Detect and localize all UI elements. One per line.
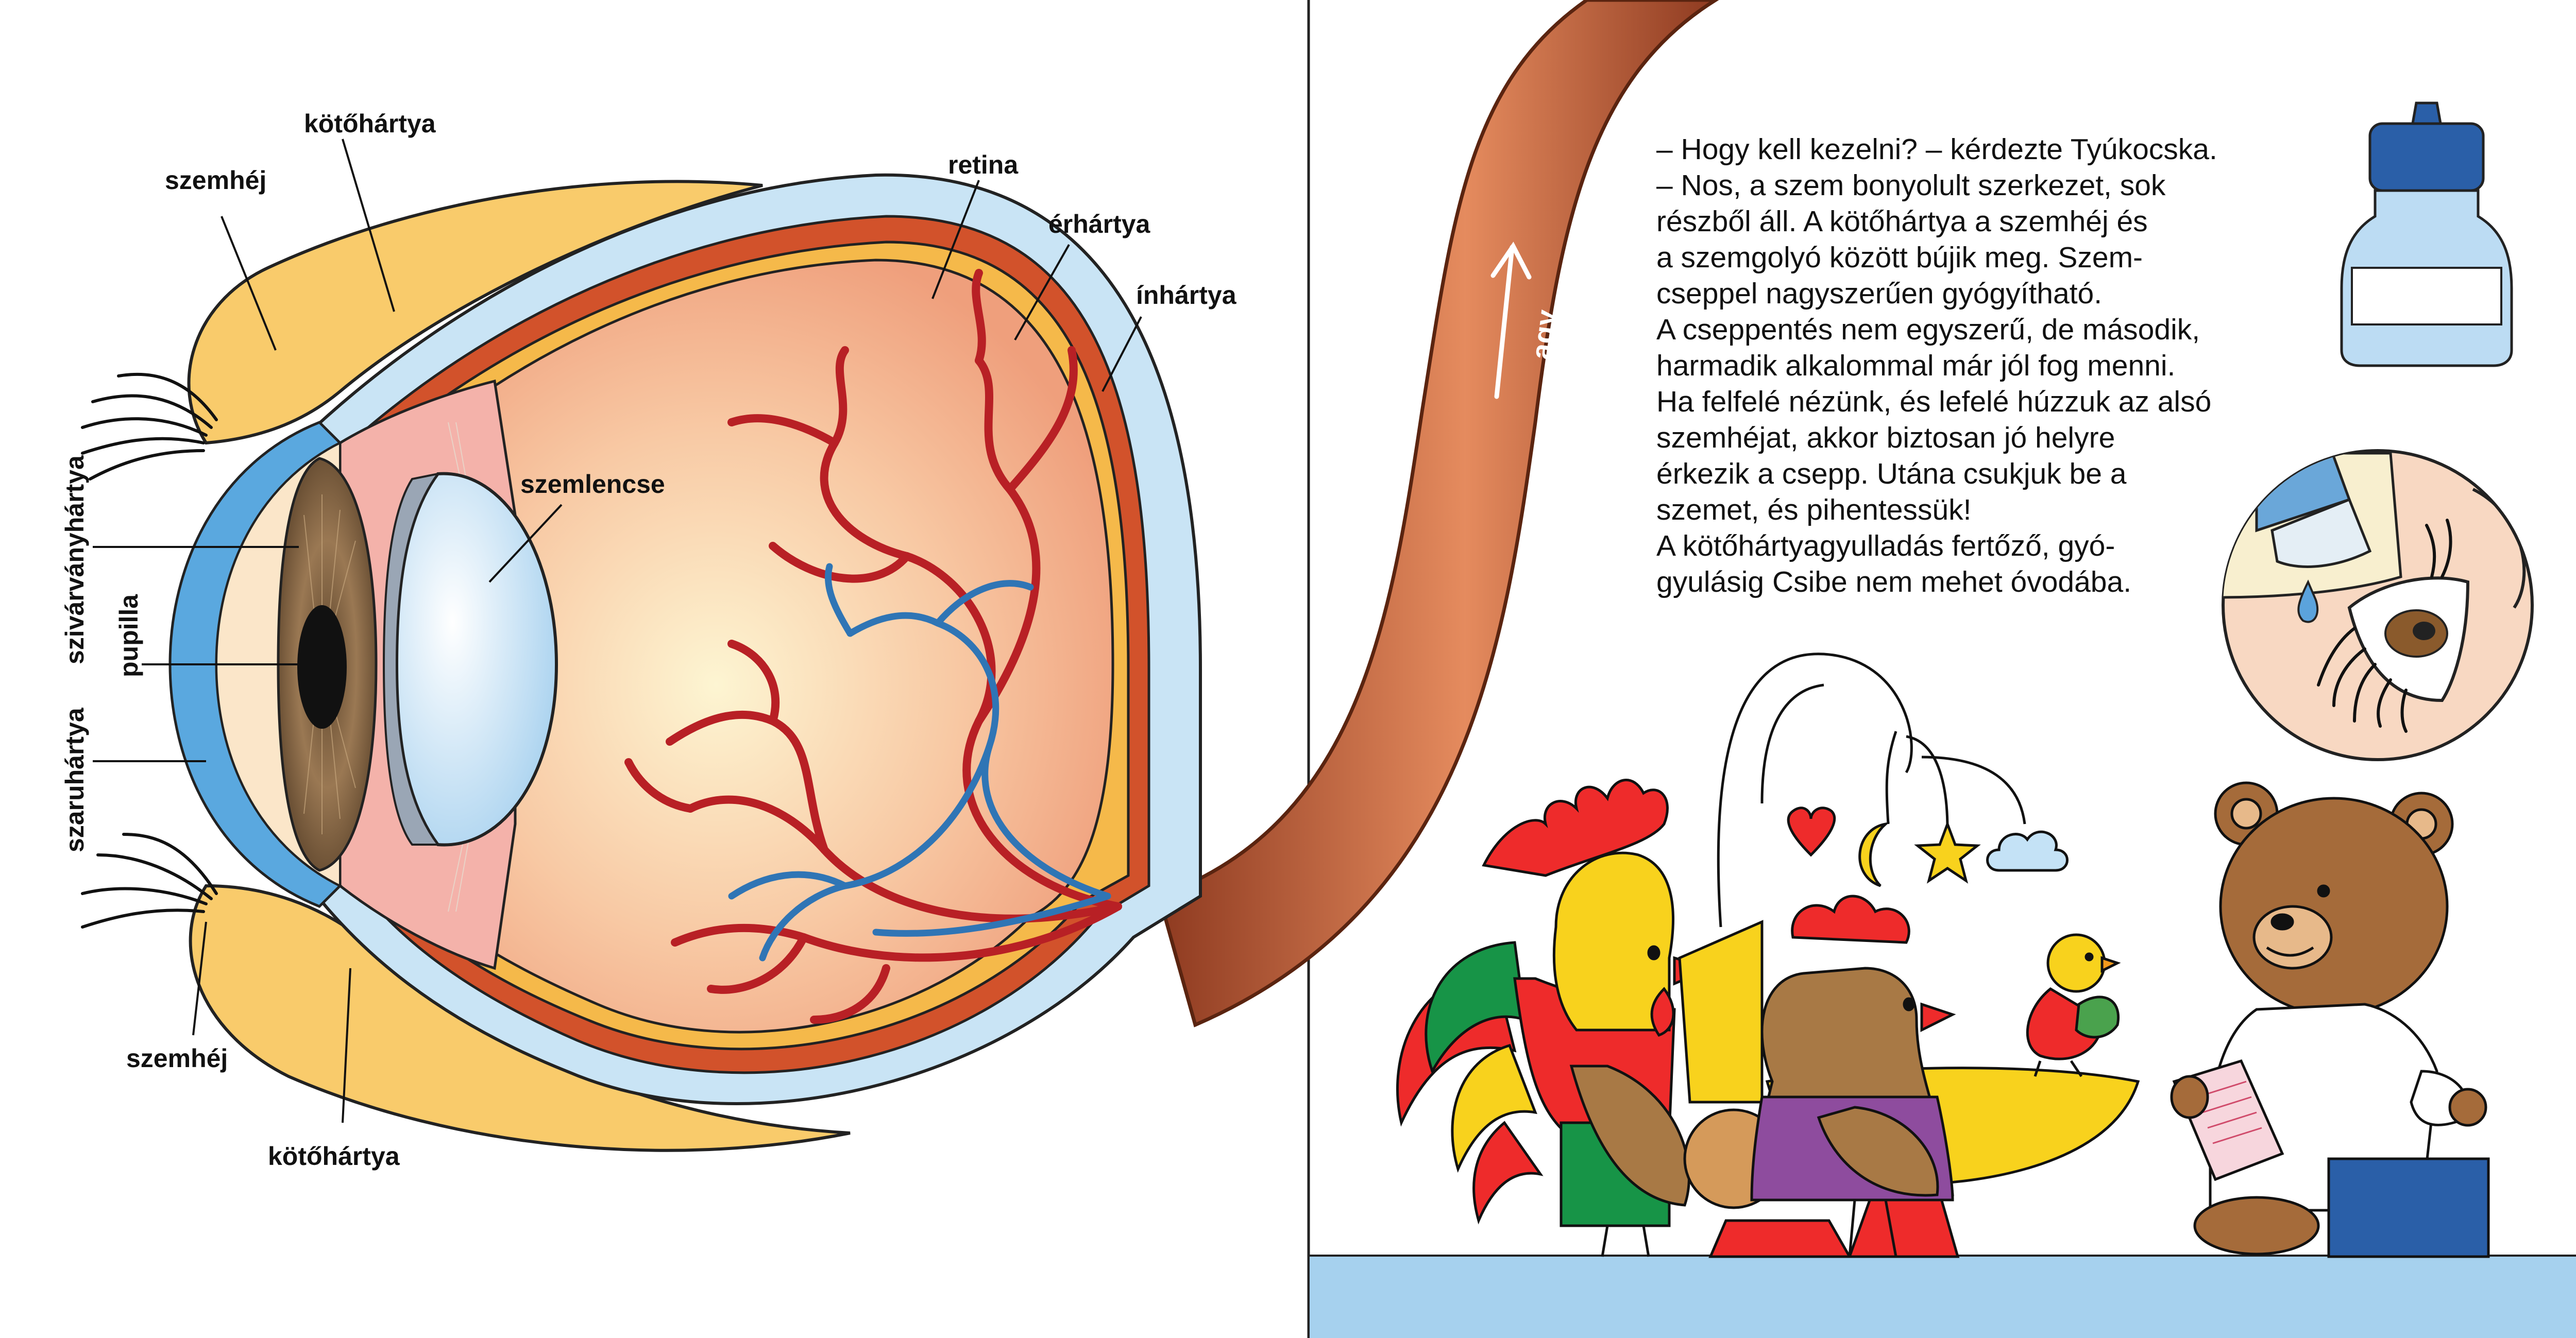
story-line: harmadik alkalommal már jól fog menni. <box>1656 349 2176 382</box>
label-eyelid-top: szemhéj <box>165 166 267 195</box>
bear-doctor-character <box>2170 781 2490 1258</box>
story-text: – Hogy kell kezelni? – kérdezte Tyúkocsk… <box>1656 131 2249 600</box>
label-choroid: érhártya <box>1048 210 1150 238</box>
label-retina: retina <box>948 150 1019 179</box>
story-line: szemhéjat, akkor biztosan jó helyre <box>1656 421 2115 454</box>
mobile-star-icon <box>1914 820 1981 884</box>
eye-drop-bottle <box>2340 101 2513 367</box>
retinal-veins <box>728 563 1111 962</box>
hen-character <box>1683 895 1956 1257</box>
rooster-character <box>1396 779 1715 1257</box>
baby-mobile <box>1717 653 2026 928</box>
optic-nerve <box>1157 0 1719 1027</box>
pupil <box>297 605 347 729</box>
story-line: gyulásig Csibe nem mehet óvodába. <box>1656 565 2132 598</box>
mobile-cloud-icon <box>1986 830 2069 872</box>
mobile-heart-icon <box>1787 807 1836 857</box>
eye-drop-inset <box>2222 449 2534 761</box>
chick-character <box>2026 933 2121 1077</box>
label-lens: szemlencse <box>520 470 665 499</box>
story-line: Ha felfelé nézünk, és lefelé húzzuk az a… <box>1656 385 2212 418</box>
story-line: – Hogy kell kezelni? – kérdezte Tyúkocsk… <box>1656 133 2217 166</box>
story-line: érkezik a csepp. Utána csukjuk be a <box>1656 457 2127 490</box>
label-brain: agy <box>1524 308 1563 361</box>
story-line: A cseppentés nem egyszerű, de második, <box>1656 313 2200 346</box>
eyelashes-bottom <box>81 833 218 929</box>
label-conjunctiva-top: kötőhártya <box>304 109 436 138</box>
story-line: a szemgolyó között bújik meg. Szem- <box>1656 241 2143 274</box>
story-line: – Nos, a szem bonyolult szerkezet, sok <box>1656 169 2166 202</box>
label-eyelid-bottom: szemhéj <box>126 1044 228 1073</box>
leader-lines <box>93 139 1142 1123</box>
brain-arrow <box>1490 242 1532 399</box>
upper-eyelid <box>187 180 763 445</box>
floor <box>1310 1256 2576 1338</box>
label-conjunctiva-bottom: kötőhártya <box>268 1142 400 1171</box>
story-line: részből áll. A kötőhártya a szemhéj és <box>1656 205 2148 238</box>
eye-diagram <box>81 139 1202 1152</box>
label-cornea: szaruhártya <box>60 708 89 852</box>
label-pupil: pupilla <box>114 594 143 677</box>
story-line: A kötőhártyagyulladás fertőző, gyó- <box>1656 529 2115 562</box>
story-line: cseppel nagyszerűen gyógyítható. <box>1656 277 2103 310</box>
label-iris: szivárványhártya <box>60 455 89 664</box>
label-sclera: ínhártya <box>1136 281 1236 310</box>
eyelashes-top <box>81 372 218 481</box>
story-line: szemet, és pihentessük! <box>1656 493 1972 526</box>
mobile-moon-icon <box>1858 822 1890 887</box>
